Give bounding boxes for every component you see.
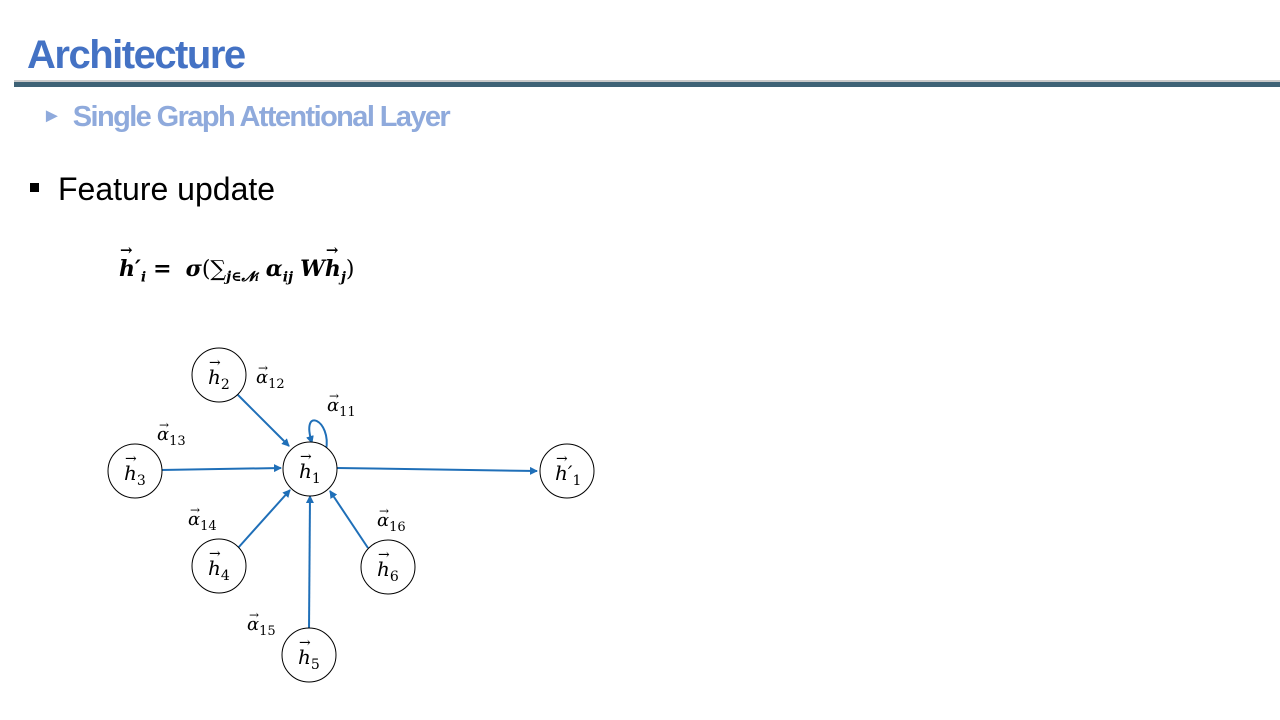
node-h5-symbol: h [298,645,311,669]
svg-text:h2: h2 [208,365,230,393]
node-h4-vector-arrow-icon: → [209,546,221,562]
edge-label-11-vector-arrow-icon: → [329,389,339,403]
node-h6-index: 6 [390,569,399,585]
edge-label-alpha-11: α11 [327,395,356,420]
node-h6-symbol: h [377,557,390,581]
node-h1p-index: 1 [572,473,581,489]
node-h2-symbol: h [208,365,221,389]
node-h4: h4 → [191,538,247,594]
node-h2: h2 → [191,347,247,403]
node-h2-vector-arrow-icon: → [209,355,221,371]
node-h5-vector-arrow-icon: → [299,635,311,651]
edge-label-14-vector-arrow-icon: → [190,503,200,517]
node-h1-vector-arrow-icon: → [300,449,312,465]
edge-label-12-vector-arrow-icon: → [258,361,268,375]
node-h1-index: 1 [312,471,321,487]
formula-sum-subscript-index: i [254,273,259,285]
edge-label-alpha-13: α13 [157,424,186,449]
node-h5-index: 5 [311,657,320,673]
formula-open-paren: ( [201,257,211,282]
edge-h6-h1 [329,490,369,549]
title-underline [14,82,1280,87]
edge-label-alpha-16: α16 [377,510,406,535]
bullet-item: Feature update [30,171,275,208]
node-h3-symbol: h [124,461,137,485]
slide-title: Architecture [27,33,246,77]
edge-h2-h1 [236,393,290,447]
svg-text:h1: h1 [299,459,321,487]
formula-sum: ∑ [210,257,227,282]
node-h3-vector-arrow-icon: → [125,451,137,467]
edge-label-alpha-14: α14 [188,509,217,534]
node-h3: h3 → [107,443,163,499]
edge-label-alpha-12: α12 [256,367,285,392]
formula-lhs-h: h [119,241,135,282]
formula-lhs-prime: ′ [135,256,141,282]
formula-equals: = [153,256,172,282]
node-h6-vector-arrow-icon: → [378,547,390,563]
edge-h4-h1 [237,489,291,549]
node-h2-index: 2 [221,377,230,393]
node-h1p-vector-arrow-icon: → [556,451,568,467]
edge-h5-h1 [305,495,314,631]
formula-rhs-index: j [340,269,346,286]
node-h5: h5 → [281,627,337,683]
node-h1-symbol: h [299,459,312,483]
edge-h1-h1prime [336,466,538,475]
formula-sigma: σ [185,256,202,282]
edge-label-13-vector-arrow-icon: → [159,418,169,432]
edge-h1-self-loop [306,419,328,451]
feature-update-formula: h′i = σ(∑j∈𝓝i αij Whj) [119,241,355,286]
node-h3-index: 3 [137,473,146,489]
edge-label-15-vector-arrow-icon: → [249,608,259,622]
node-h1: h1 → [282,441,338,497]
edge-h3-h1 [160,464,282,473]
subtitle: ► Single Graph Attentional Layer [42,101,451,134]
formula-weight: W [300,256,325,282]
node-h4-index: 4 [221,568,230,584]
node-h1p-prime: ′ [568,461,573,485]
node-h4-symbol: h [208,556,221,580]
svg-text:h4: h4 [208,556,230,584]
node-h1p-symbol: h [555,461,568,485]
svg-text:h3: h3 [124,461,146,489]
formula-alpha-index: ij [282,269,294,286]
svg-text:h′1: h′1 [555,461,581,489]
triangle-bullet-icon: ► [42,105,62,127]
svg-text:h5: h5 [298,645,320,673]
bullet-text: Feature update [58,171,276,207]
node-h1-prime: h′1 → [539,443,595,499]
formula-sum-subscript: j∈𝓝 [226,269,255,286]
node-h6: h6 → [360,539,416,595]
square-bullet-icon [30,183,39,192]
formula-alpha: α [265,256,283,282]
edge-label-16-vector-arrow-icon: → [379,504,389,518]
subtitle-text: Single Graph Attentional Layer [72,101,451,133]
edge-label-alpha-15: α15 [247,614,276,639]
formula-lhs-index: i [140,269,147,286]
title-underline-shadow [14,80,1280,82]
svg-text:h6: h6 [377,557,399,585]
formula-rhs-h: h [325,241,341,282]
formula-close-paren: ) [345,257,355,282]
